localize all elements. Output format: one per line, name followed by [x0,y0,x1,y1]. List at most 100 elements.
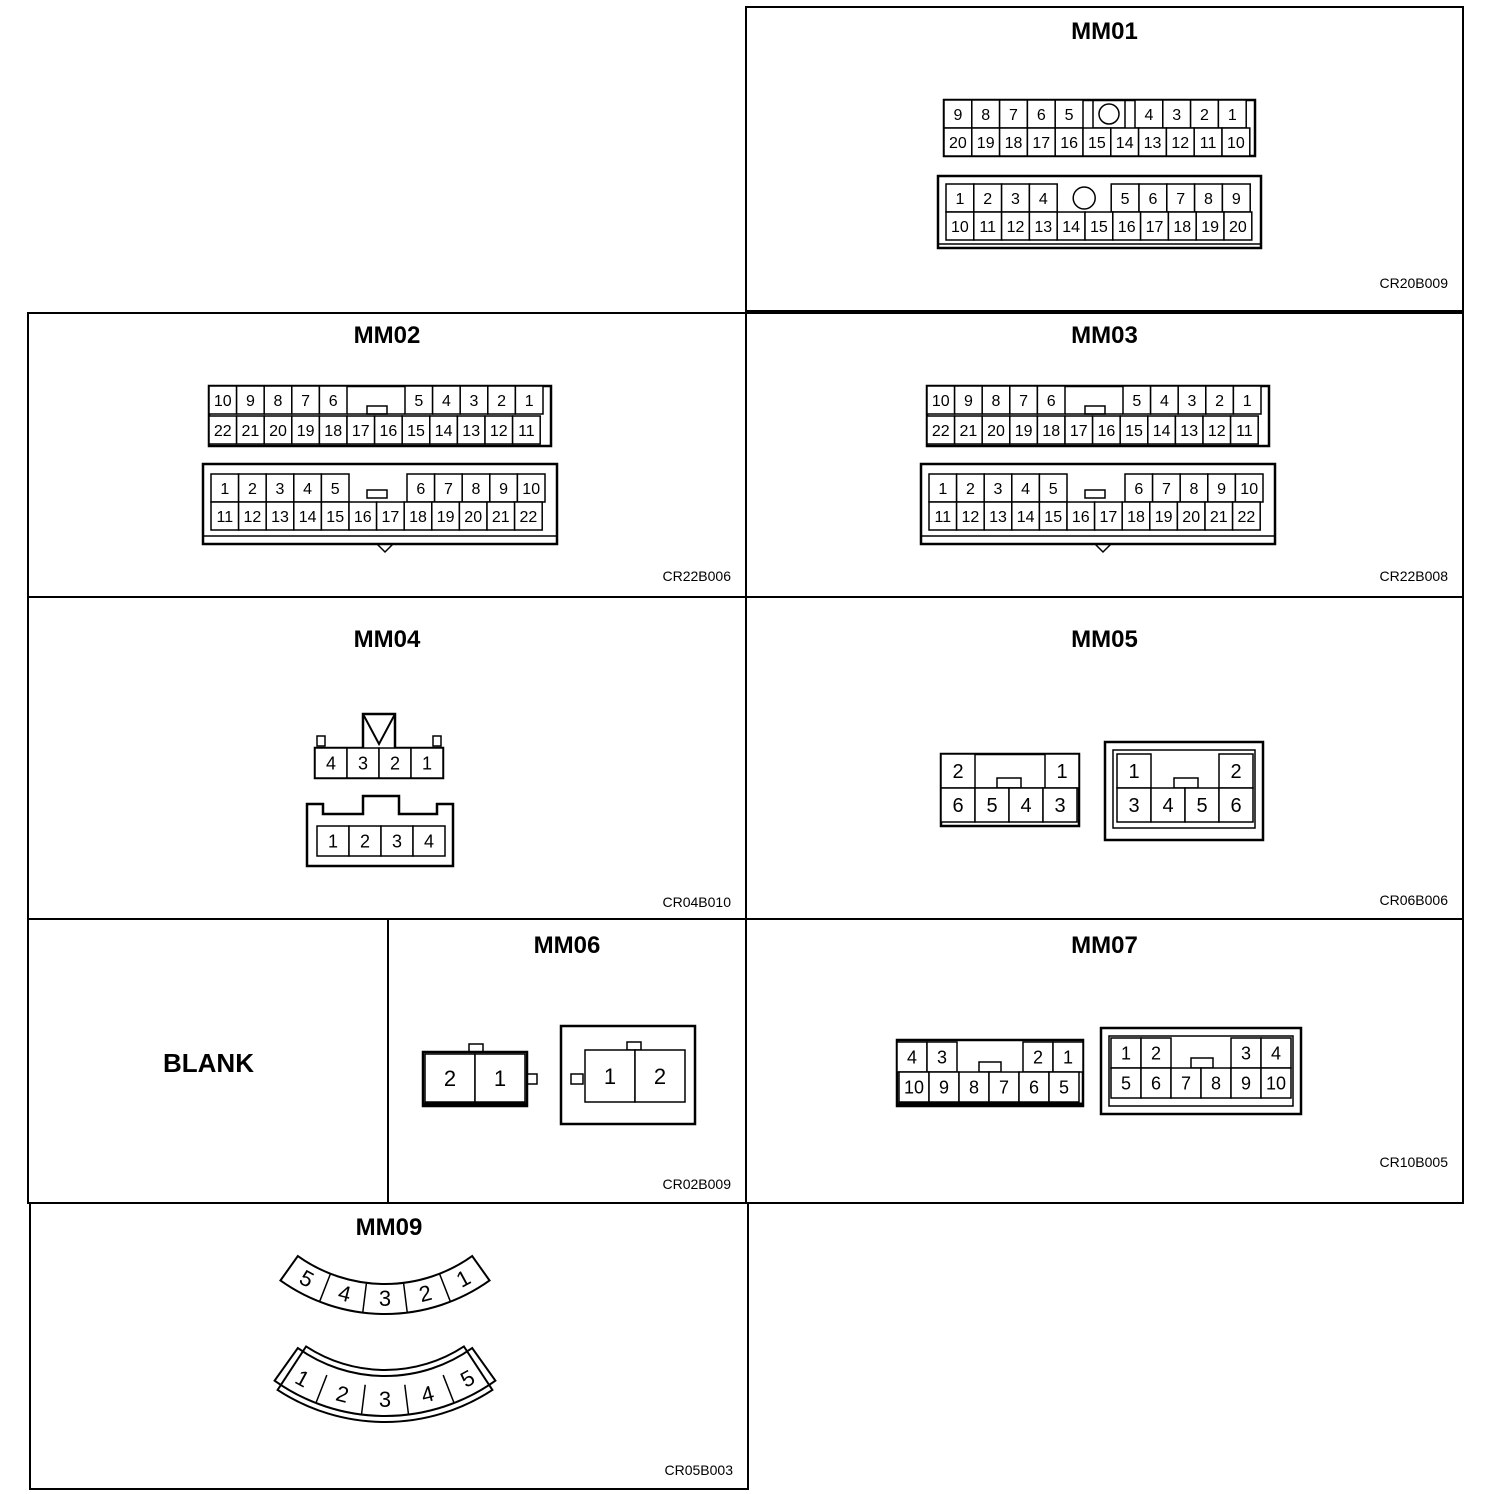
pin-label: 9 [1241,1073,1251,1093]
latch [626,1041,642,1051]
panel-title: MM07 [1071,932,1138,959]
pin-label: 15 [1044,509,1062,526]
pin-cell [983,473,1013,503]
pin-label: 3 [470,393,479,410]
pin-cell [1150,787,1186,823]
pin-label: 2 [1033,1047,1043,1067]
pin-cell [584,1049,636,1103]
pin-label: 2 [1151,1043,1161,1063]
pin-cell [1162,99,1192,129]
pin-label: 11 [216,509,233,526]
pin-label: 1 [1056,761,1067,783]
pin-label: 2 [390,753,400,773]
pin-label: 2 [360,831,370,851]
pin-label: 12 [244,509,262,526]
pin-cell [1231,501,1261,531]
pin-label: 8 [992,393,1001,410]
pin-label: 19 [437,509,455,526]
pin-cell [1170,1067,1202,1099]
pin-cell [953,415,983,445]
pin-label: 6 [1029,1077,1039,1097]
pin-cell [265,501,295,531]
pin-label: 5 [1049,481,1058,498]
pin-label: 19 [977,135,995,152]
pin-cell [958,1071,990,1103]
pin-cell [928,501,958,531]
pin-cell [1137,127,1168,157]
pin-label: 2 [333,1381,351,1408]
pin-label: 1 [1228,107,1237,124]
tab [432,735,442,747]
pin-cell [208,415,238,445]
figure-code: CR10B005 [1379,1154,1449,1170]
pin-label: 5 [1059,1077,1069,1097]
pin-label: 11 [979,219,996,236]
pin-label: 13 [1144,135,1162,152]
pin-label: 5 [986,795,997,817]
pin-label: 7 [301,393,310,410]
pin-label: 9 [1217,481,1226,498]
panel-title: MM02 [353,322,421,349]
pin-cell [1232,385,1262,415]
pin-label: 22 [1238,509,1256,526]
pin-label: 3 [1128,795,1139,817]
pin-label: 4 [1162,795,1173,817]
pin-cell [955,501,985,531]
pin-label: 2 [416,1280,434,1307]
pin-label: 6 [952,795,963,817]
divider [442,1374,455,1404]
pin-label: 10 [932,393,950,410]
pin-label: 6 [1230,795,1241,817]
pin-label: 21 [242,423,260,440]
pin-label: 5 [1065,107,1074,124]
pin-label: 19 [1155,509,1173,526]
pin-cell [320,473,350,503]
latch [1173,777,1199,789]
connector-body [273,1346,497,1417]
pin-cell [320,501,350,531]
pin-cell [926,415,956,445]
pin-cell [293,473,323,503]
figure-code: CR22B008 [1379,568,1449,584]
pin-cell [971,127,1001,157]
pin-label: 17 [382,509,400,526]
key-notch-icon [1094,543,1112,554]
pin-cell [1110,127,1140,157]
pin-cell [210,501,240,531]
connector-housing [936,174,1263,250]
pin-cell [404,385,434,415]
connector-housing [1099,1026,1303,1116]
panel-title: MM06 [533,932,601,959]
pin-label: 4 [1144,107,1153,124]
pin-label: 10 [1266,1073,1286,1093]
pin-label: 21 [1210,509,1228,526]
pin-label: 2 [248,481,257,498]
pin-cell [1056,211,1086,241]
pin-label: 1 [1063,1047,1073,1067]
pin-label: 2 [952,761,963,783]
pin-label: 12 [490,423,508,440]
pin-cell [945,211,975,241]
pin-cell [1195,211,1225,241]
pin-cell [1221,127,1251,157]
pin-label: 18 [1042,423,1060,440]
pin-cell [1054,99,1084,129]
pin-label: 6 [1134,481,1143,498]
pin-label: 17 [1070,423,1088,440]
connector-housing [559,1024,697,1126]
pin-label: 4 [1039,191,1048,208]
pin-cell [1082,127,1112,157]
figure-code: CR06B006 [1379,892,1449,908]
pin-label: 21 [492,509,510,526]
key-notch-icon [376,543,394,554]
pin-label: 14 [1153,423,1171,440]
pin-label: 12 [1007,219,1025,236]
pin-label: 3 [379,1286,391,1311]
pin-label: 17 [1100,509,1118,526]
pin-cell [1048,1071,1080,1103]
pin-label: 2 [966,481,975,498]
pin-label: 4 [326,753,336,773]
